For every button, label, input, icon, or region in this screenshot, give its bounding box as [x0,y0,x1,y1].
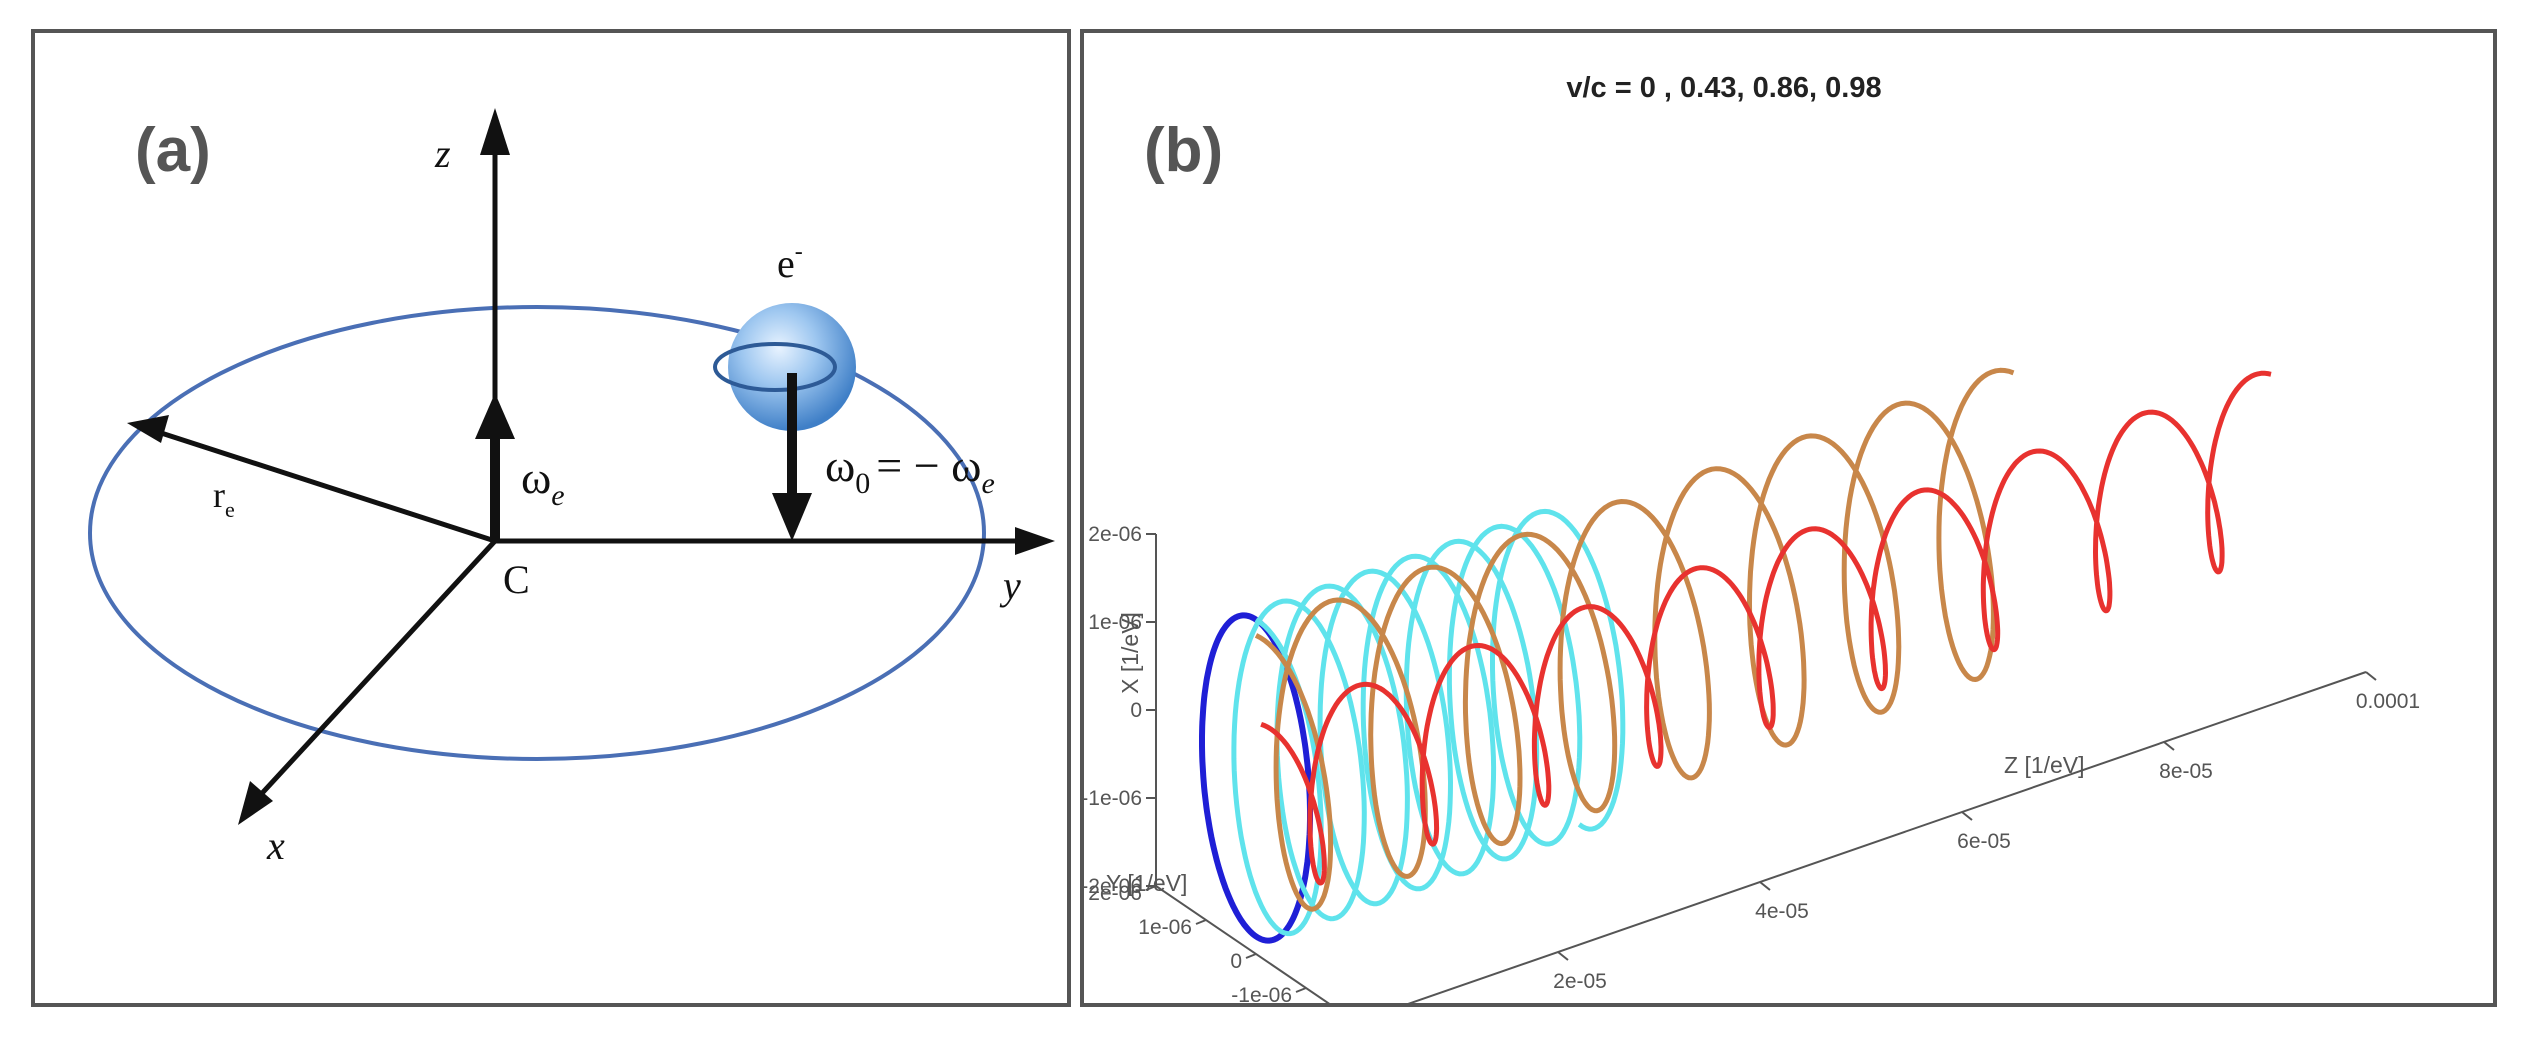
z-axis-arrow-icon [480,108,510,155]
panel-b-letter: (b) [1144,116,1223,185]
panel-b: (b) v/c = 0 , 0.43, 0.86, 0.98 0 2e-05 4e-… [1080,29,2497,1007]
radius-label: re [213,475,235,522]
y-axis-label: y [999,563,1021,608]
radius-line [154,428,496,544]
plot-title: v/c = 0 , 0.43, 0.86, 0.98 [1566,72,1881,104]
radius-arrow-icon [127,415,169,443]
y-tick [1195,919,1207,925]
z-tick-label: 2e-05 [1553,970,1607,993]
x-axis-title: X [1/eV] [1117,612,1143,694]
x-tick-label: 1e-06 [1088,611,1142,634]
y-tick [1145,885,1157,891]
up-arrow-icon [475,393,515,439]
z-axis-label: z [434,131,451,176]
y-tick-label: 2e-06 [1088,882,1142,905]
plot-series [1199,367,2272,944]
helix-plot: (b) v/c = 0 , 0.43, 0.86, 0.98 0 2e-05 4e-… [1084,72,2420,1003]
z-tick [2163,741,2175,751]
y-axis-arrow-icon [1015,527,1055,555]
y-tick-label: 1e-06 [1138,916,1192,939]
electron-spin-ring [713,342,837,392]
series-line-0 [1199,612,1313,944]
omega-0-label: ω0= − ωe [825,440,995,500]
omega-e-label: ωe [521,452,565,512]
y-tick-label: -1e-06 [1231,984,1292,1003]
x-tick-label: 2e-06 [1088,523,1142,546]
y-tick [1245,953,1257,959]
center-label: C [503,557,530,602]
orbit-ellipse [88,305,986,761]
y-axis-title: Y [1/eV] [1106,870,1187,896]
z-tick [1557,951,1569,961]
z-tick-label: 8e-05 [2159,760,2213,783]
z-axis-title: Z [1/eV] [2004,752,2085,778]
z-axis-line [1407,671,2367,1003]
series-line-0-86 [1254,367,2015,912]
x-tick-label: 0 [1130,699,1142,722]
z-tick-label: 6e-05 [1957,830,2011,853]
z-tick-label: 4e-05 [1755,900,1809,923]
plot-tick-labels: 0 2e-05 4e-05 6e-05 8e-05 0.0001 2e-06 1e-06 0 -1… [1084,523,2420,1003]
x-axis-arrow-icon [238,781,273,825]
plot-axes [1145,533,2377,1003]
electron-sphere-icon [728,303,856,431]
orbit-diagram: (a) z y x C re ωe e- ω0= − ωe [88,108,1055,868]
y-tick [1295,987,1307,993]
panel-a-letter: (a) [135,116,211,185]
electron-label: e- [777,239,803,286]
x-axis [251,539,497,805]
series-line-0-98 [1260,370,2272,886]
x-axis-label: x [266,823,285,868]
z-tick-label: 0.0001 [2356,690,2420,713]
panel-a: (a) z y x C re ωe e- ω0= − ωe [31,29,1071,1007]
down-arrow-icon [772,493,812,541]
z-tick [1961,811,1973,821]
y-tick-label: 0 [1230,950,1242,973]
x-tick-label: -2e-06 [1084,875,1142,898]
z-tick [1759,881,1771,891]
z-tick [2365,671,2377,681]
x-tick-label: -1e-06 [1084,787,1142,810]
